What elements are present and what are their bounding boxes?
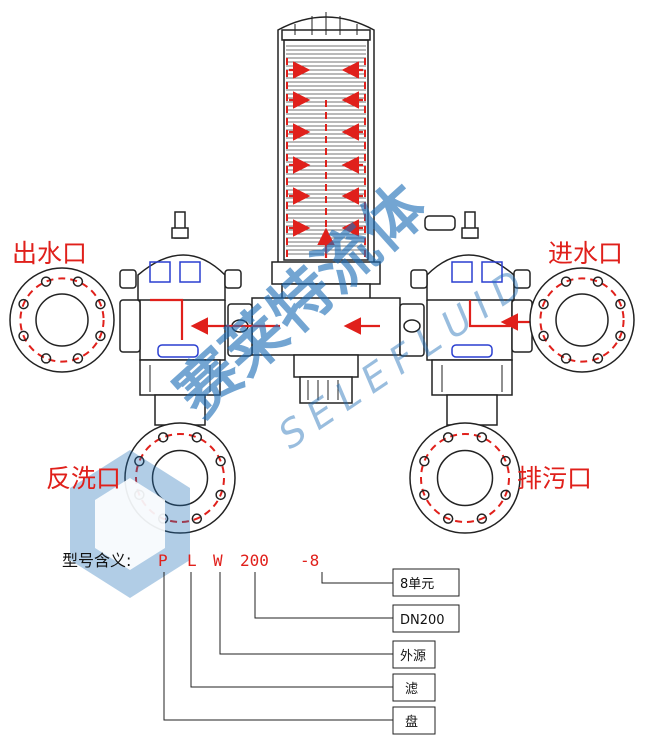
right-valve xyxy=(410,211,540,426)
outlet-flange xyxy=(9,267,115,373)
meaning-box-5 xyxy=(392,706,436,735)
meaning-4: 滤 xyxy=(405,682,418,697)
code-l: L xyxy=(187,551,197,570)
filter-column xyxy=(271,12,381,301)
meaning-5: 盘 xyxy=(405,714,418,730)
model-legend: 型号含义: P L W 200 -8 8单元 DN200 外源 滤 盘 xyxy=(62,551,460,735)
model-heading: 型号含义: xyxy=(62,551,131,570)
meaning-box-2 xyxy=(392,604,460,633)
code-p: P xyxy=(158,551,168,570)
outlet-label: 出水口 xyxy=(12,239,87,268)
code-200: 200 xyxy=(240,551,269,570)
meaning-box-1 xyxy=(392,568,460,597)
meaning-3: 外源 xyxy=(400,649,426,664)
meaning-box-3 xyxy=(392,640,436,669)
internal-flow-arrows xyxy=(289,61,363,258)
meaning-1: 8单元 xyxy=(400,577,434,592)
left-valve xyxy=(119,211,242,426)
code-w: W xyxy=(213,551,223,570)
meaning-2: DN200 xyxy=(400,613,445,628)
inlet-label: 进水口 xyxy=(548,239,623,268)
code-8: -8 xyxy=(300,551,319,570)
inlet-flange xyxy=(529,267,635,373)
backwash-label: 反洗口 xyxy=(46,464,121,493)
meaning-box-4 xyxy=(392,673,436,702)
manifold xyxy=(190,297,425,404)
drain-flange xyxy=(409,422,521,534)
drain-label: 排污口 xyxy=(517,464,592,493)
